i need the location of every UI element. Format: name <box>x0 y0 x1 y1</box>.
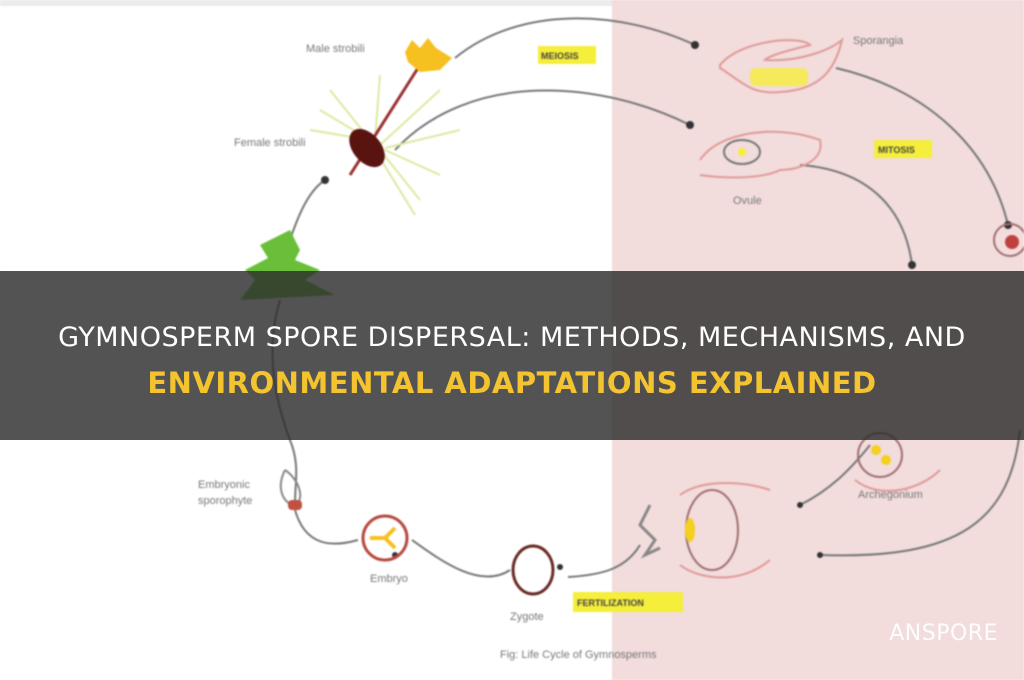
label-ovule: Ovule <box>733 195 762 207</box>
archegonium-tissue <box>854 469 941 492</box>
label-archegonium: Archegonium <box>858 489 923 501</box>
title-band <box>0 271 1024 440</box>
sporangia-shape <box>719 37 844 94</box>
label-male-strobili: Male strobili <box>306 43 365 55</box>
meiosis-highlight <box>538 46 596 64</box>
fertilization-highlight <box>573 592 683 612</box>
label-embryonic-2: sporophyte <box>198 495 252 507</box>
label-embryonic-1: Embryonic <box>198 479 250 491</box>
label-sporangia: Sporangia <box>853 35 904 47</box>
label-embryo: Embryo <box>370 573 408 585</box>
label-mitosis: MITOSIS <box>878 145 915 155</box>
zygote-cell <box>511 544 555 596</box>
strobili-plant <box>309 38 461 216</box>
sporangia-highlight <box>750 68 808 86</box>
pollen-tube <box>638 504 661 559</box>
ovule-shape <box>699 130 822 179</box>
ovule-cell <box>723 139 761 165</box>
label-zygote: Zygote <box>510 611 544 623</box>
embryo-cell <box>361 514 409 562</box>
megaspore-nucleus <box>1005 235 1019 249</box>
brand-watermark: ANSPORE <box>889 621 998 646</box>
fertilization-nucleus <box>685 518 695 542</box>
cycle-arrows <box>271 17 1021 578</box>
top-strip <box>0 0 1024 6</box>
title-line-2: ENVIRONMENTAL ADAPTATIONS EXPLAINED <box>147 366 877 400</box>
megaspore-cell <box>993 223 1024 257</box>
label-fertilization: FERTILIZATION <box>577 598 644 608</box>
label-female-strobili: Female strobili <box>234 137 306 149</box>
mitosis-highlight <box>874 140 932 158</box>
figure-caption: Fig: Life Cycle of Gymnosperms <box>500 649 657 661</box>
embryo-icon <box>370 526 397 550</box>
title-line-1: GYMNOSPERM SPORE DISPERSAL: METHODS, MEC… <box>58 322 966 353</box>
ovule-nucleus <box>738 148 746 156</box>
embryonic-sporophyte-mark <box>288 500 302 510</box>
label-meiosis: MEIOSIS <box>541 51 579 61</box>
